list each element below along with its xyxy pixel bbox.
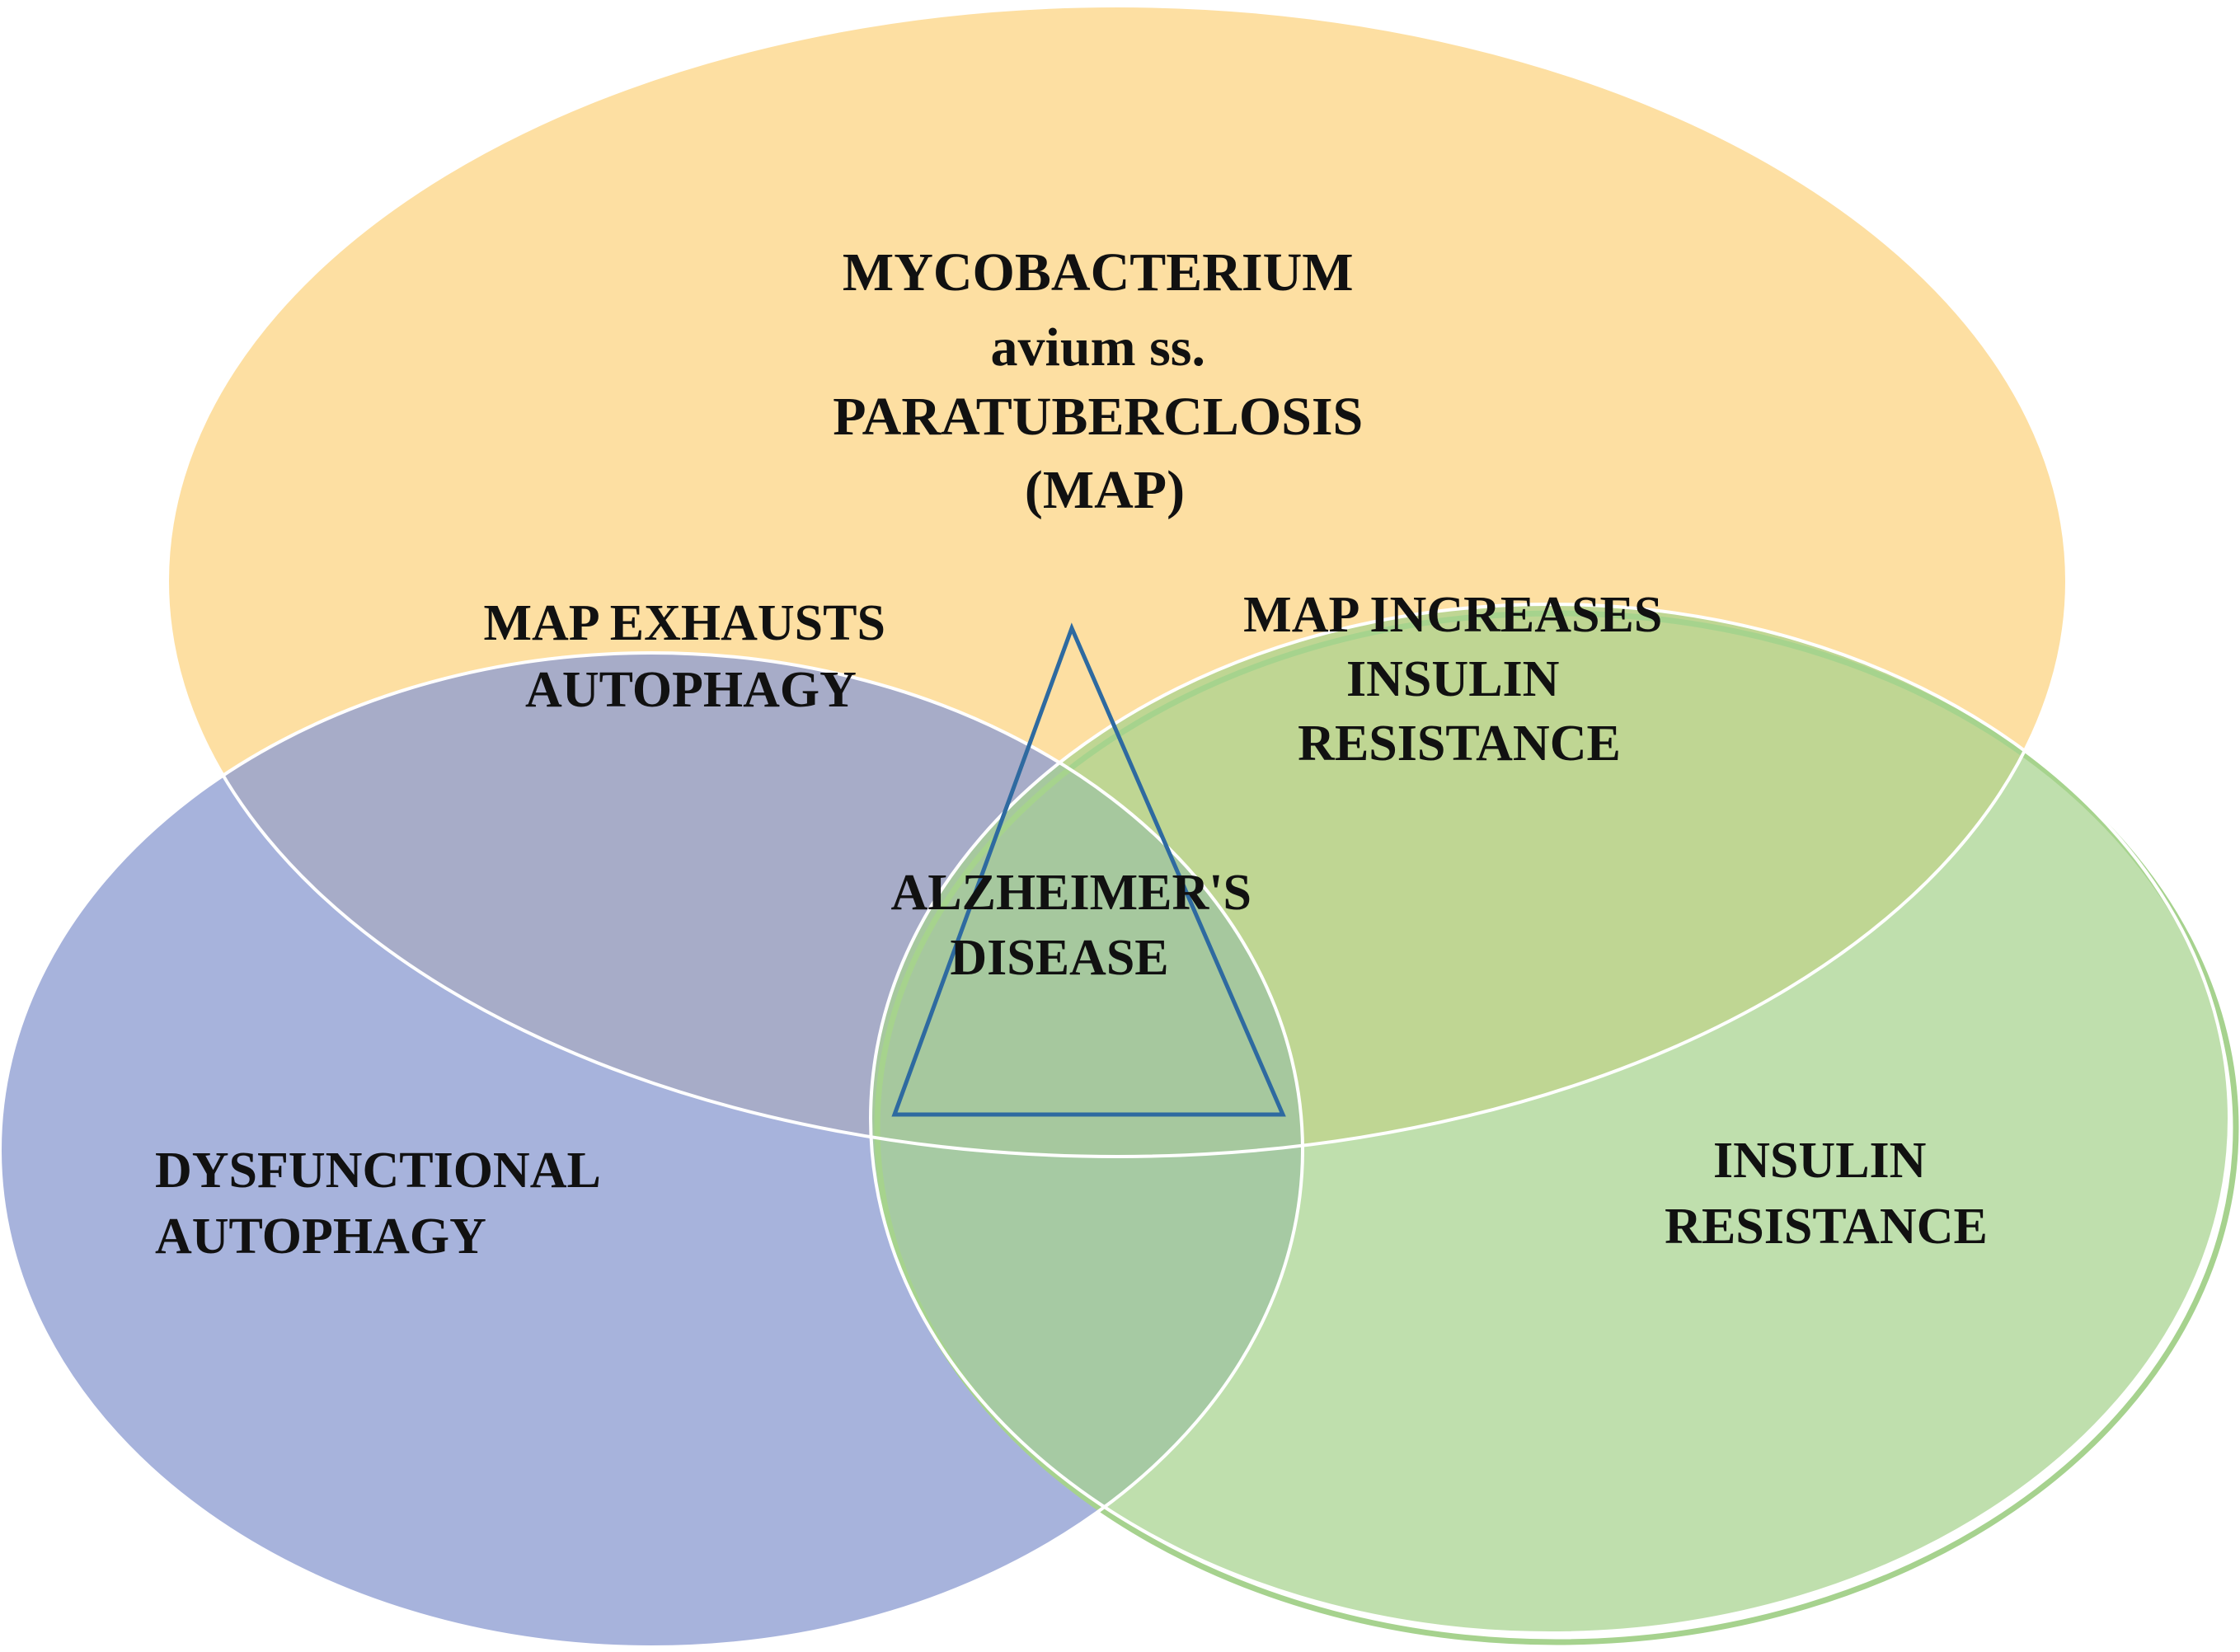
map-label: MYCOBACTERIUM avium ss. PARATUBERCLOSIS …	[833, 242, 1377, 520]
insulin-label: INSULIN RESISTANCE	[1665, 1133, 1988, 1255]
map-circle-outline	[166, 4, 2069, 1158]
autophagy-label-line: DYSFUNCTIONAL	[155, 1143, 599, 1199]
insulin-label-line: RESISTANCE	[1665, 1199, 1988, 1255]
insulin-circle-outline	[869, 603, 2231, 1635]
autophagy-label-line: AUTOPHAGY	[155, 1208, 486, 1265]
map-autophagy-label-line: AUTOPHAGY	[525, 662, 857, 718]
map-autophagy-label-line: MAP EXHAUSTS	[484, 595, 885, 651]
alzheimers-label: ALZHEIMER'S DISEASE	[890, 865, 1264, 986]
map-insulin-label-line: RESISTANCE	[1298, 716, 1621, 772]
autophagy-circle-outline	[0, 651, 1304, 1649]
map-label-line: MYCOBACTERIUM	[843, 242, 1354, 303]
map-label-line: PARATUBERCLOSIS	[833, 387, 1363, 447]
insulin-circle	[871, 604, 2229, 1633]
map-label-line: avium ss.	[991, 317, 1205, 378]
map-insulin-label: MAP INCREASES INSULIN RESISTANCE	[1243, 587, 1675, 772]
map-label-line: (MAP)	[1025, 460, 1185, 520]
alzheimers-label-line: ALZHEIMER'S	[890, 865, 1251, 921]
map-insulin-label-line: MAP INCREASES	[1243, 587, 1662, 643]
alzheimers-label-line: DISEASE	[950, 930, 1168, 986]
map-insulin-label-line: INSULIN	[1346, 651, 1559, 707]
center-triangle	[891, 622, 1286, 1117]
map-autophagy-label: MAP EXHAUSTS AUTOPHAGY	[484, 595, 899, 718]
autophagy-label: DYSFUNCTIONAL AUTOPHAGY	[155, 1143, 611, 1265]
insulin-label-line: INSULIN	[1713, 1133, 1926, 1189]
